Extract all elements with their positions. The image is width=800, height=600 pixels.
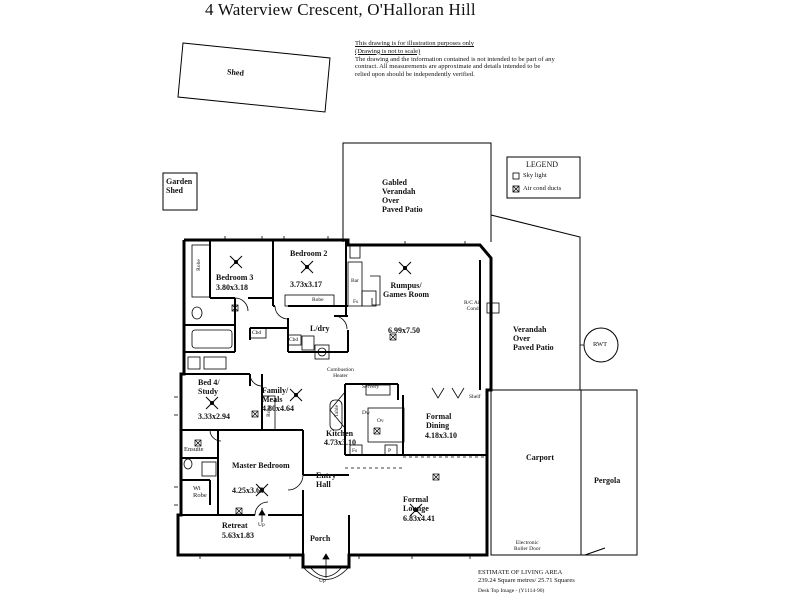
label-fs-rumpus: Fs: [353, 299, 359, 305]
label-robe-b3: Robe: [195, 259, 202, 271]
label-family-dim: 4.80x4.64: [262, 404, 294, 413]
label-formal-dining-dim: 4.18x3.10: [425, 431, 457, 440]
label-bedroom3-dim: 3.80x3.18: [216, 283, 248, 292]
legend-aircond: Air cond ducts: [523, 185, 562, 192]
label-kitchen-dim: 4.73x3.10: [324, 438, 356, 447]
label-cbd-1: Cbd: [252, 330, 262, 336]
label-bedroom3: Bedroom 3: [216, 273, 254, 282]
label-cbd-2: Cbd: [289, 337, 299, 343]
label-dw: Dw: [362, 410, 370, 416]
verandah-outline: [490, 214, 581, 390]
label-retreat: Retreat: [222, 521, 248, 530]
label-robe-bed4: Robe: [265, 405, 272, 417]
legend-box: [506, 156, 581, 199]
label-ov: Ov: [377, 418, 384, 424]
label-fs-kitchen: Fs: [352, 448, 358, 454]
label-entry-hall: Entry Hall: [316, 471, 336, 489]
label-bed4-dim: 3.33x2.94: [198, 412, 230, 421]
label-wi-robe: Wi Robe: [193, 485, 207, 499]
label-rumpus: Rumpus/ Games Room: [383, 281, 429, 299]
shed-outline: [177, 42, 331, 113]
living-area-value: 239.24 Square metres/ 25.71 Squares: [478, 577, 575, 584]
label-rc-aircond: R/C Air Cond: [464, 300, 482, 312]
label-bed4: Bed 4/ Study: [198, 378, 220, 396]
label-verandah: Verandah Over Paved Patio: [513, 325, 554, 352]
label-formal-dining: Formal Dining: [426, 412, 452, 430]
label-pergola: Pergola: [594, 476, 621, 485]
footer-note: Desk Top Image - (Y1114-90): [478, 588, 545, 594]
label-master-dim: 4.25x3.63: [232, 486, 264, 495]
label-ldry: L/dry: [310, 324, 330, 333]
gabled-verandah-outline: [342, 142, 492, 242]
disclaimer-body: The drawing and the information containe…: [355, 55, 555, 79]
label-ensuite: Ensuite: [184, 446, 204, 453]
disclaimer-line2: (Drawing is not to scale): [355, 47, 421, 55]
label-rumpus-dim: 6.99x7.50: [388, 326, 420, 335]
living-area-heading: ESTIMATE OF LIVING AREA: [478, 569, 563, 576]
page-title: 4 Waterview Crescent, O'Halloran Hill: [205, 0, 476, 19]
label-family: Family/ Meals: [262, 386, 289, 404]
label-retreat-dim: 5.63x1.83: [222, 531, 254, 540]
label-up-porch: Up: [319, 578, 326, 584]
legend-title: LEGEND: [526, 160, 558, 169]
label-bar: Bar: [351, 278, 359, 284]
living-area: ESTIMATE OF LIVING AREA 239.24 Square me…: [478, 569, 575, 585]
label-roller-door: Electronic Roller Door: [514, 540, 541, 552]
label-carport: Carport: [526, 453, 554, 462]
carport-outline: [490, 389, 582, 556]
label-garden-shed: Garden Shed: [166, 177, 193, 195]
label-up-retreat: Up: [258, 522, 265, 528]
disclaimer: This drawing is for illustration purpose…: [355, 40, 555, 79]
label-robe-b2: Robe: [312, 297, 324, 303]
label-shelf: Shelf: [469, 394, 481, 400]
label-bedroom2: Bedroom 2: [290, 249, 328, 258]
label-formal-lounge-dim: 6.83x4.41: [403, 514, 435, 523]
outer-wall: [176, 238, 493, 569]
label-kitchen: Kitchen: [326, 429, 354, 438]
label-table: Table: [334, 404, 341, 418]
label-master: Master Bedroom: [232, 461, 290, 470]
label-shed: Shed: [226, 67, 245, 78]
label-porch: Porch: [310, 534, 331, 543]
label-rwt: RWT: [593, 341, 608, 348]
garden-shed-outline: [162, 172, 198, 211]
pergola-gate: [584, 547, 606, 556]
label-formal-lounge: Formal Lounge: [403, 495, 429, 513]
pergola-outline: [580, 389, 638, 556]
legend-skylight: Sky light: [523, 172, 547, 179]
disclaimer-line1: This drawing is for illustration purpose…: [355, 40, 475, 47]
label-servery: Servery: [362, 384, 380, 390]
label-gabled-verandah: Gabled Verandah Over Paved Patio: [382, 178, 423, 214]
label-combustion-heater: Combustion Heater: [327, 367, 354, 379]
label-p-kitchen: P: [388, 448, 392, 454]
label-bedroom2-dim: 3.73x3.17: [290, 280, 322, 289]
